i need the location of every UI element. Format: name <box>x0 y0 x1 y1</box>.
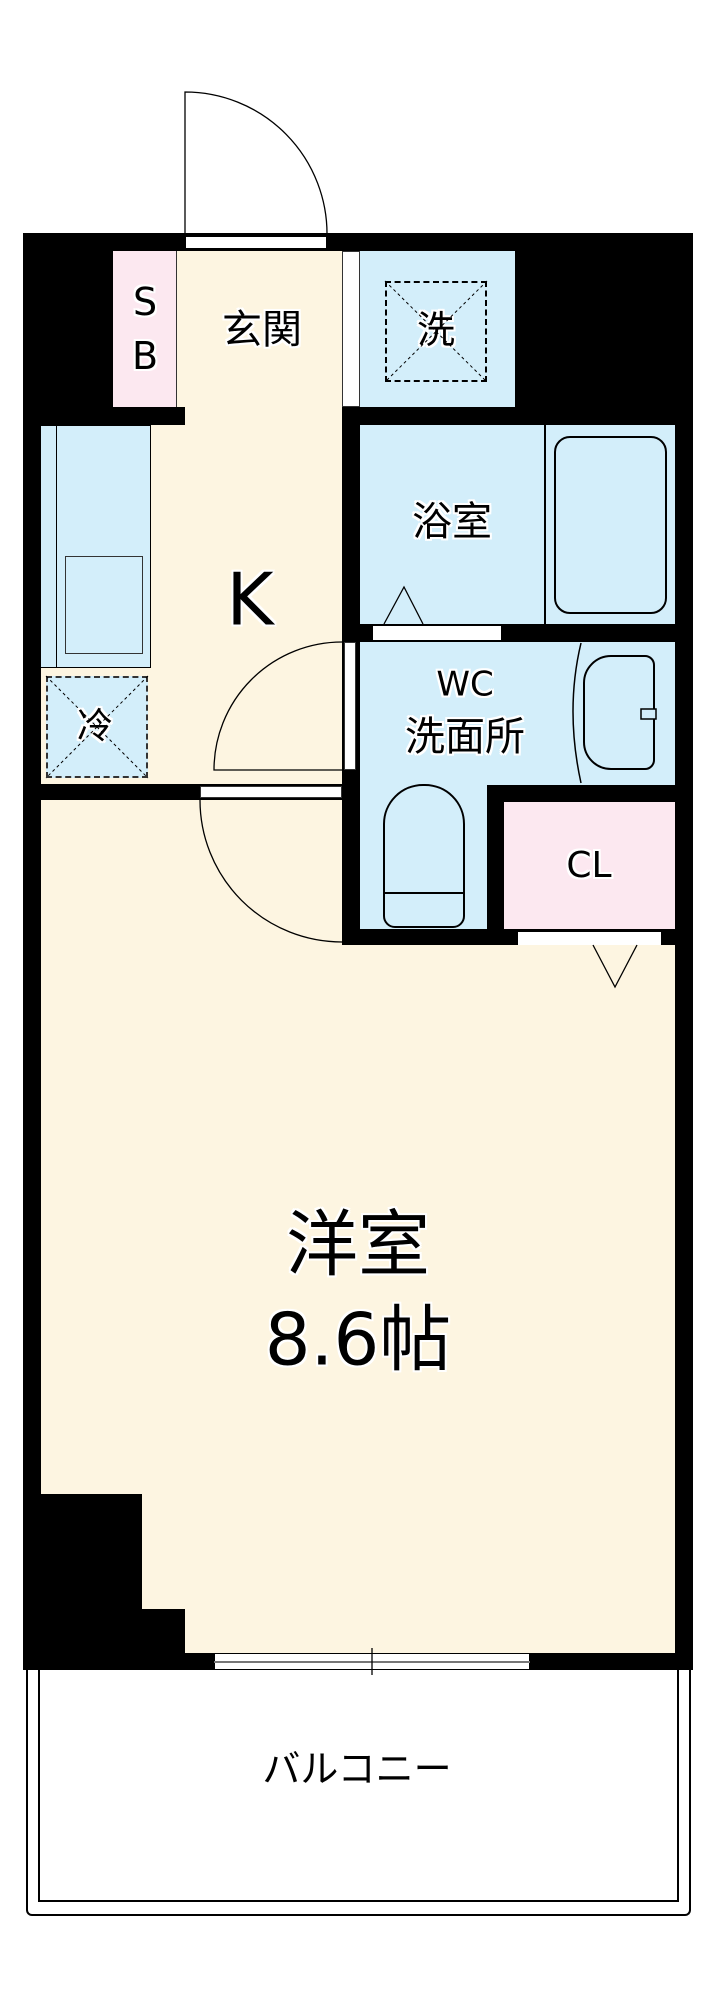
washroom-door-swing <box>213 641 343 771</box>
washer-cross-icon <box>384 280 488 383</box>
closet-door-triangle <box>592 944 638 989</box>
shoe-box-label-s: S <box>132 280 158 325</box>
fridge-label: 冷 <box>76 706 114 748</box>
western-room-label: 洋室 <box>285 1202 431 1287</box>
entrance-label: 玄関 <box>222 307 302 353</box>
bathtub-icon <box>554 436 667 614</box>
wc-lower <box>360 785 487 929</box>
wc-washroom <box>360 642 675 785</box>
mid-wall-upper <box>342 407 693 425</box>
wc-label: WC <box>436 664 494 705</box>
entrance <box>177 251 342 416</box>
counter-edge-line <box>56 425 57 668</box>
sink-icon <box>65 556 143 654</box>
closet <box>504 802 675 929</box>
corner-pillar-step <box>142 1609 185 1670</box>
shoe-box-label-b: B <box>131 334 159 379</box>
kitchen-label: K <box>226 557 274 642</box>
western-room-main <box>41 945 675 1653</box>
wc-closet-vwall <box>487 785 504 945</box>
corner-pillar <box>23 1494 142 1670</box>
bathroom-label: 浴室 <box>412 499 492 545</box>
bathroom-door-opening[interactable] <box>373 626 501 640</box>
left-wall-upper <box>23 233 113 425</box>
right-wall <box>675 400 693 1670</box>
balcony-label: バルコニー <box>262 1747 452 1792</box>
toilet-icon <box>383 784 465 928</box>
washer-dashed-box <box>385 281 487 382</box>
washer-label: 洗 <box>416 308 456 353</box>
washroom-door-opening[interactable] <box>344 642 356 770</box>
tub-divider <box>544 425 546 624</box>
washer-partition <box>342 251 360 407</box>
western-room <box>41 800 342 945</box>
kitchen-entrance-wall <box>23 407 185 425</box>
left-wall <box>23 400 41 1670</box>
room-door-opening[interactable] <box>200 786 342 798</box>
entrance-door-swing <box>184 91 328 237</box>
shoe-box <box>113 251 177 407</box>
entrance-door-opening[interactable] <box>185 236 327 249</box>
room-door-swing <box>199 799 343 943</box>
right-wall-upper <box>515 233 693 425</box>
toilet-seat-line <box>383 892 465 894</box>
bathroom <box>360 425 675 624</box>
balcony-outer <box>26 1670 691 1916</box>
washroom-label: 洗面所 <box>405 714 525 760</box>
balcony-inner <box>38 1670 679 1902</box>
bathroom-door-triangle <box>383 585 424 625</box>
closet-door-opening[interactable] <box>518 932 661 945</box>
fridge-cross-icon <box>45 675 149 779</box>
western-room-size: 8.6帖 <box>264 1297 452 1382</box>
wc-closet-wall <box>487 785 693 802</box>
vanity-outline <box>572 642 582 784</box>
kitchen-counter[interactable] <box>41 425 151 668</box>
closet-label: CL <box>566 845 612 887</box>
